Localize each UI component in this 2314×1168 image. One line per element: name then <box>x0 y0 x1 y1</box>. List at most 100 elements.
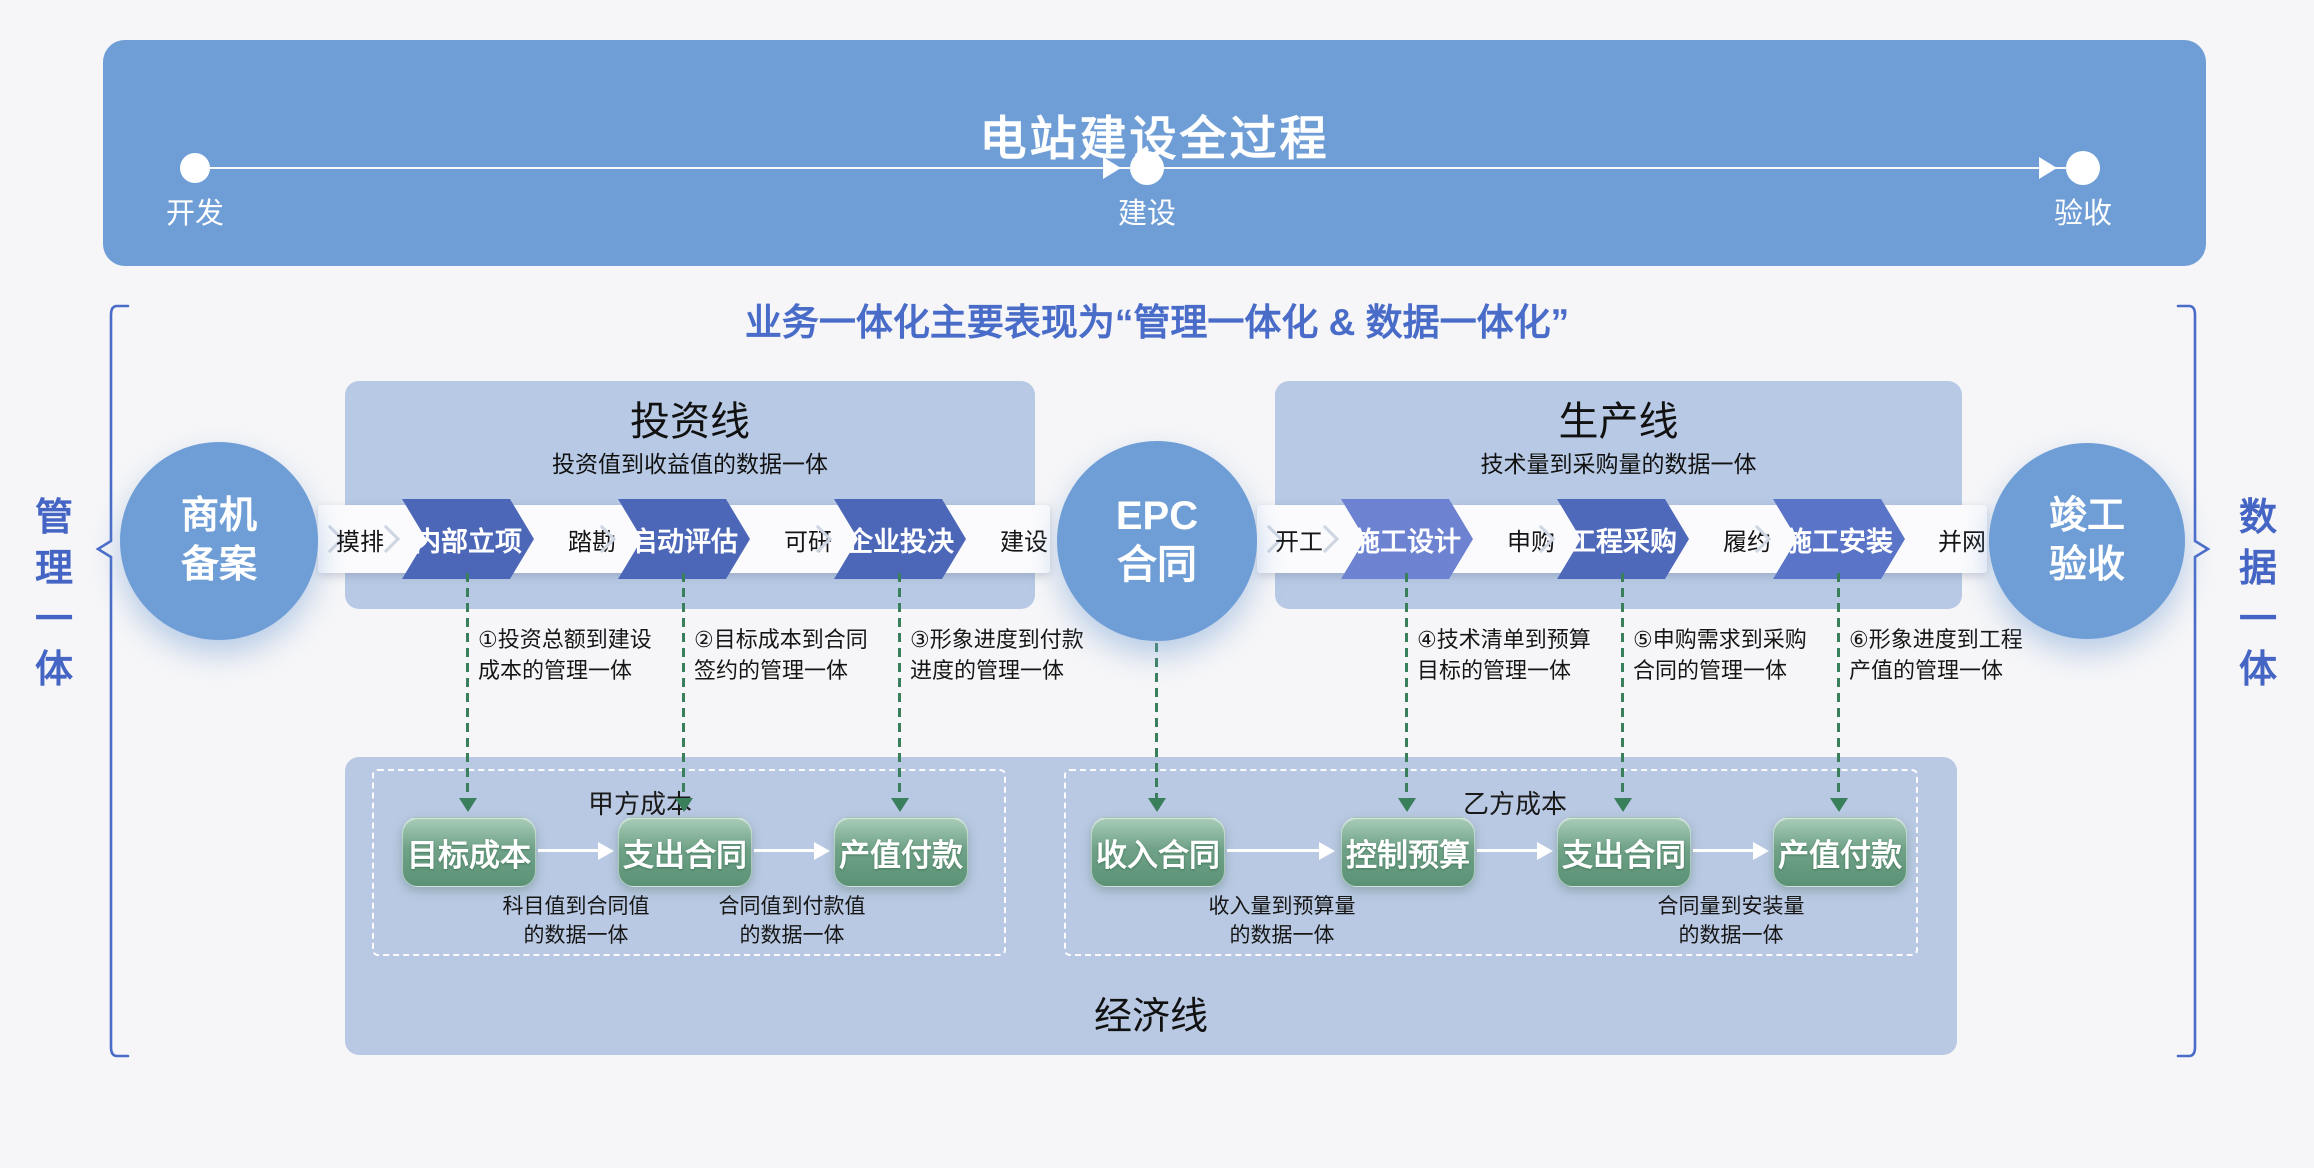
flow-arrowhead-icon <box>598 842 614 860</box>
party-b-label: 乙方成本 <box>1462 789 1567 819</box>
production-step-band: 开工 施工设计 申购 工程采购 履约 施工安装 并网 <box>1254 505 1987 573</box>
note-line: 的数据一体 <box>1229 924 1335 947</box>
note-line: 的数据一体 <box>739 924 845 947</box>
right-side-label-char: 一 <box>2238 599 2277 641</box>
connector-arrowhead-icon <box>1614 798 1632 812</box>
connector-dashed-line <box>466 573 469 800</box>
node-epc-contract: EPC 合同 <box>1057 441 1257 641</box>
note-line: 的数据一体 <box>523 924 629 947</box>
econ-box-control-budget: 控制预算 <box>1341 817 1475 887</box>
left-side-label-char: 管 <box>34 497 73 539</box>
milestone-dot <box>2066 151 2100 185</box>
step-mopai: 摸排 <box>336 528 384 556</box>
party-a-group-box <box>372 769 1006 956</box>
flow-arrow <box>1693 849 1755 852</box>
investment-step-band: 摸排 内部立项 踏勘 启动评估 可研 企业投决 建设 <box>315 505 1050 573</box>
note-line: 合同量到安装量 <box>1657 895 1805 918</box>
party-a-label: 甲方成本 <box>587 789 692 819</box>
econ-note: 合同量到安装量 的数据一体 <box>1619 892 1843 950</box>
annotation-line: 产值的管理一体 <box>1849 658 2004 683</box>
right-side-label-char: 体 <box>2238 649 2277 691</box>
econ-box-expense-contract-b: 支出合同 <box>1557 817 1691 887</box>
investment-subtitle: 投资值到收益值的数据一体 <box>552 451 828 477</box>
node-business-opportunity: 商机 备案 <box>120 442 318 640</box>
step-gongchengcaigou: 工程采购 <box>1557 499 1689 579</box>
step-shigonganzhuang: 施工安装 <box>1773 499 1905 579</box>
econ-box-output-payment-b: 产值付款 <box>1773 817 1907 887</box>
annotation-line: 成本的管理一体 <box>478 658 633 683</box>
econ-box-target-cost: 目标成本 <box>402 817 536 887</box>
timeline-arrow-icon <box>1103 157 1121 179</box>
step-bingwang: 并网 <box>1938 528 1986 556</box>
left-side-label-char: 一 <box>34 599 73 641</box>
node-line: 验收 <box>2048 544 2125 586</box>
left-side-label-char: 理 <box>34 548 73 590</box>
annotation-1: ①投资总额到建设 成本的管理一体 <box>478 624 702 686</box>
annotation-5: ⑤申购需求到采购 合同的管理一体 <box>1633 624 1857 686</box>
node-line: EPC <box>1115 494 1199 538</box>
econ-note: 科目值到合同值 的数据一体 <box>464 892 688 950</box>
production-subtitle: 技术量到采购量的数据一体 <box>1480 451 1757 477</box>
connector-arrowhead-icon <box>1398 798 1416 812</box>
flow-arrowhead-icon <box>1753 842 1769 860</box>
connector-dashed-line <box>1405 573 1408 800</box>
party-b-group-box <box>1064 769 1918 956</box>
annotation-line: ②目标成本到合同 <box>694 627 868 652</box>
annotation-4: ④技术清单到预算 目标的管理一体 <box>1417 624 1641 686</box>
step-keyan: 可研 <box>784 528 832 556</box>
timeline-arrow-icon <box>2039 157 2057 179</box>
step-lvyue: 履约 <box>1723 528 1771 556</box>
node-line: 竣工 <box>2048 495 2125 537</box>
annotation-3: ③形象进度到付款 进度的管理一体 <box>910 624 1134 686</box>
flow-arrow <box>1477 849 1539 852</box>
connector-arrowhead-icon <box>1830 798 1848 812</box>
connector-dashed-line <box>1155 643 1158 800</box>
flow-arrow <box>1227 849 1321 852</box>
top-banner: 电站建设全过程 开发 建设 验收 <box>103 40 2206 266</box>
connector-dashed-line <box>1621 573 1624 800</box>
right-bracket <box>2176 304 2211 1058</box>
econ-note: 合同值到付款值 的数据一体 <box>680 892 904 950</box>
flow-arrowhead-icon <box>1319 842 1335 860</box>
step-jianshe: 建设 <box>1000 528 1048 556</box>
flow-arrow <box>754 849 816 852</box>
connector-dashed-line <box>1837 573 1840 800</box>
annotation-6: ⑥形象进度到工程 产值的管理一体 <box>1849 624 2073 686</box>
node-line: 商机 <box>180 495 257 537</box>
econ-note: 收入量到预算量 的数据一体 <box>1170 892 1394 950</box>
step-shengou: 申购 <box>1507 528 1555 556</box>
left-bracket <box>95 304 130 1058</box>
milestone-label: 开发 <box>165 198 224 230</box>
milestone-dot <box>180 153 210 183</box>
step-qiyetoujue: 企业投决 <box>834 499 966 579</box>
flow-arrowhead-icon <box>814 842 830 860</box>
step-kaigong: 开工 <box>1275 528 1323 556</box>
connector-arrowhead-icon <box>891 798 909 812</box>
annotation-line: 签约的管理一体 <box>694 658 849 683</box>
production-title: 生产线 <box>1558 400 1679 444</box>
econ-box-output-payment-a: 产值付款 <box>834 817 968 887</box>
note-line: 收入量到预算量 <box>1208 895 1356 918</box>
connector-arrowhead-icon <box>1148 798 1166 812</box>
right-side-label-char: 据 <box>2238 548 2277 590</box>
economic-title: 经济线 <box>1093 996 1208 1038</box>
milestone-label: 验收 <box>2053 198 2112 230</box>
connector-arrowhead-icon <box>459 798 477 812</box>
flow-arrowhead-icon <box>1537 842 1553 860</box>
annotation-line: ⑥形象进度到工程 <box>1849 627 2023 652</box>
integration-title: 业务一体化主要表现为“管理一体化 & 数据一体化” <box>744 302 1570 343</box>
flow-arrow <box>538 849 600 852</box>
node-line: 合同 <box>1117 543 1197 587</box>
annotation-line: ⑤申购需求到采购 <box>1633 627 1807 652</box>
annotation-line: ④技术清单到预算 <box>1417 627 1591 652</box>
connector-arrowhead-icon <box>675 798 693 812</box>
note-line: 科目值到合同值 <box>502 895 650 918</box>
milestone-dot <box>1130 151 1164 185</box>
econ-box-income-contract: 收入合同 <box>1091 817 1225 887</box>
node-line: 备案 <box>180 544 257 586</box>
econ-box-expense-contract-a: 支出合同 <box>618 817 752 887</box>
annotation-2: ②目标成本到合同 签约的管理一体 <box>694 624 918 686</box>
step-qidongpinggu: 启动评估 <box>618 499 750 579</box>
step-takan: 踏勘 <box>568 528 616 556</box>
